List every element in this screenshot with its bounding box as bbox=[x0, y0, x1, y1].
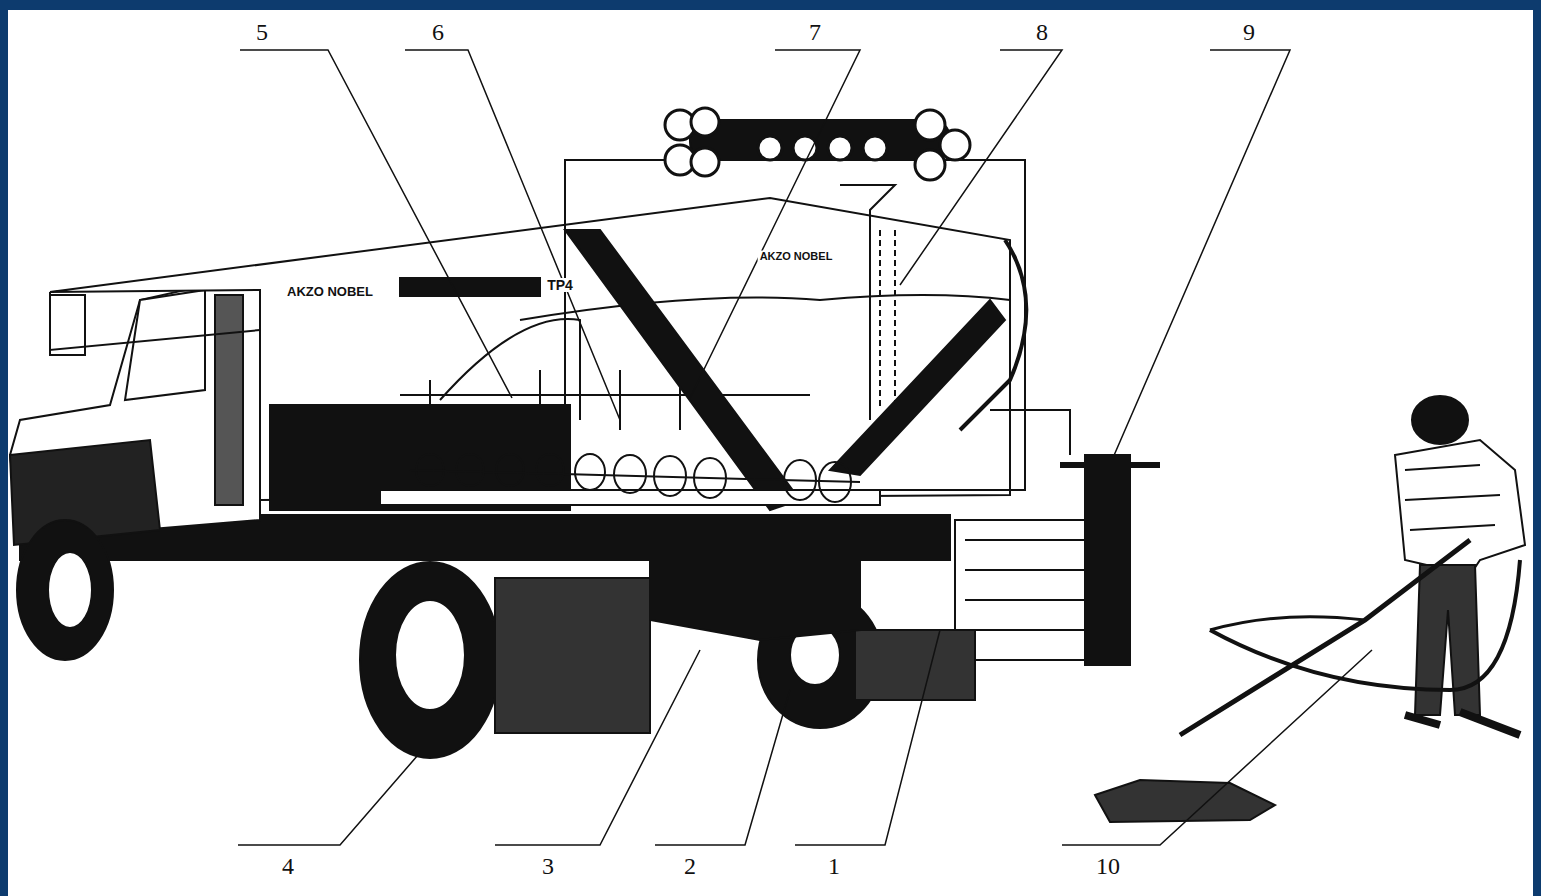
chute bbox=[840, 185, 895, 420]
under-body bbox=[650, 560, 860, 640]
lights bbox=[665, 108, 970, 180]
front-wheel bbox=[17, 520, 113, 660]
stripe bbox=[400, 278, 540, 296]
callout-number: 5 bbox=[256, 20, 268, 44]
mud-flap bbox=[495, 578, 650, 733]
rail bbox=[50, 292, 260, 350]
light-bar bbox=[690, 120, 950, 160]
salt-pile bbox=[440, 319, 580, 420]
callout-number: 3 bbox=[542, 854, 554, 878]
callout-number: 6 bbox=[432, 20, 444, 44]
model-text: TP4 bbox=[545, 278, 575, 292]
hose-coil bbox=[960, 240, 1026, 430]
leader-lines bbox=[238, 50, 1372, 845]
logo-text: AKZO NOBEL bbox=[758, 251, 835, 262]
operator bbox=[1095, 396, 1525, 822]
chute-hidden bbox=[880, 230, 895, 410]
auger bbox=[410, 454, 860, 502]
agitator bbox=[400, 370, 810, 430]
callout-number: 8 bbox=[1036, 20, 1048, 44]
salt-level bbox=[520, 295, 1010, 320]
truck bbox=[10, 108, 1160, 758]
callout-number: 10 bbox=[1096, 854, 1120, 878]
callout-number: 9 bbox=[1243, 20, 1255, 44]
cab-window bbox=[125, 290, 205, 400]
mud-flap-2 bbox=[855, 630, 975, 700]
post bbox=[1085, 455, 1130, 665]
rear-hub bbox=[395, 600, 465, 710]
logo-text: AKZO NOBEL bbox=[285, 285, 375, 298]
canvas bbox=[8, 10, 1533, 896]
callout-number: 2 bbox=[684, 854, 696, 878]
callout-number: 7 bbox=[809, 20, 821, 44]
pipe bbox=[990, 410, 1070, 455]
callout-number: 4 bbox=[282, 854, 294, 878]
front-hub bbox=[48, 552, 92, 628]
rear-wheel bbox=[360, 562, 500, 758]
cab-door bbox=[215, 295, 243, 505]
callout-number: 1 bbox=[828, 854, 840, 878]
post-top bbox=[1060, 462, 1160, 468]
mirror bbox=[50, 295, 85, 355]
hopper-wall-right bbox=[830, 300, 1005, 475]
